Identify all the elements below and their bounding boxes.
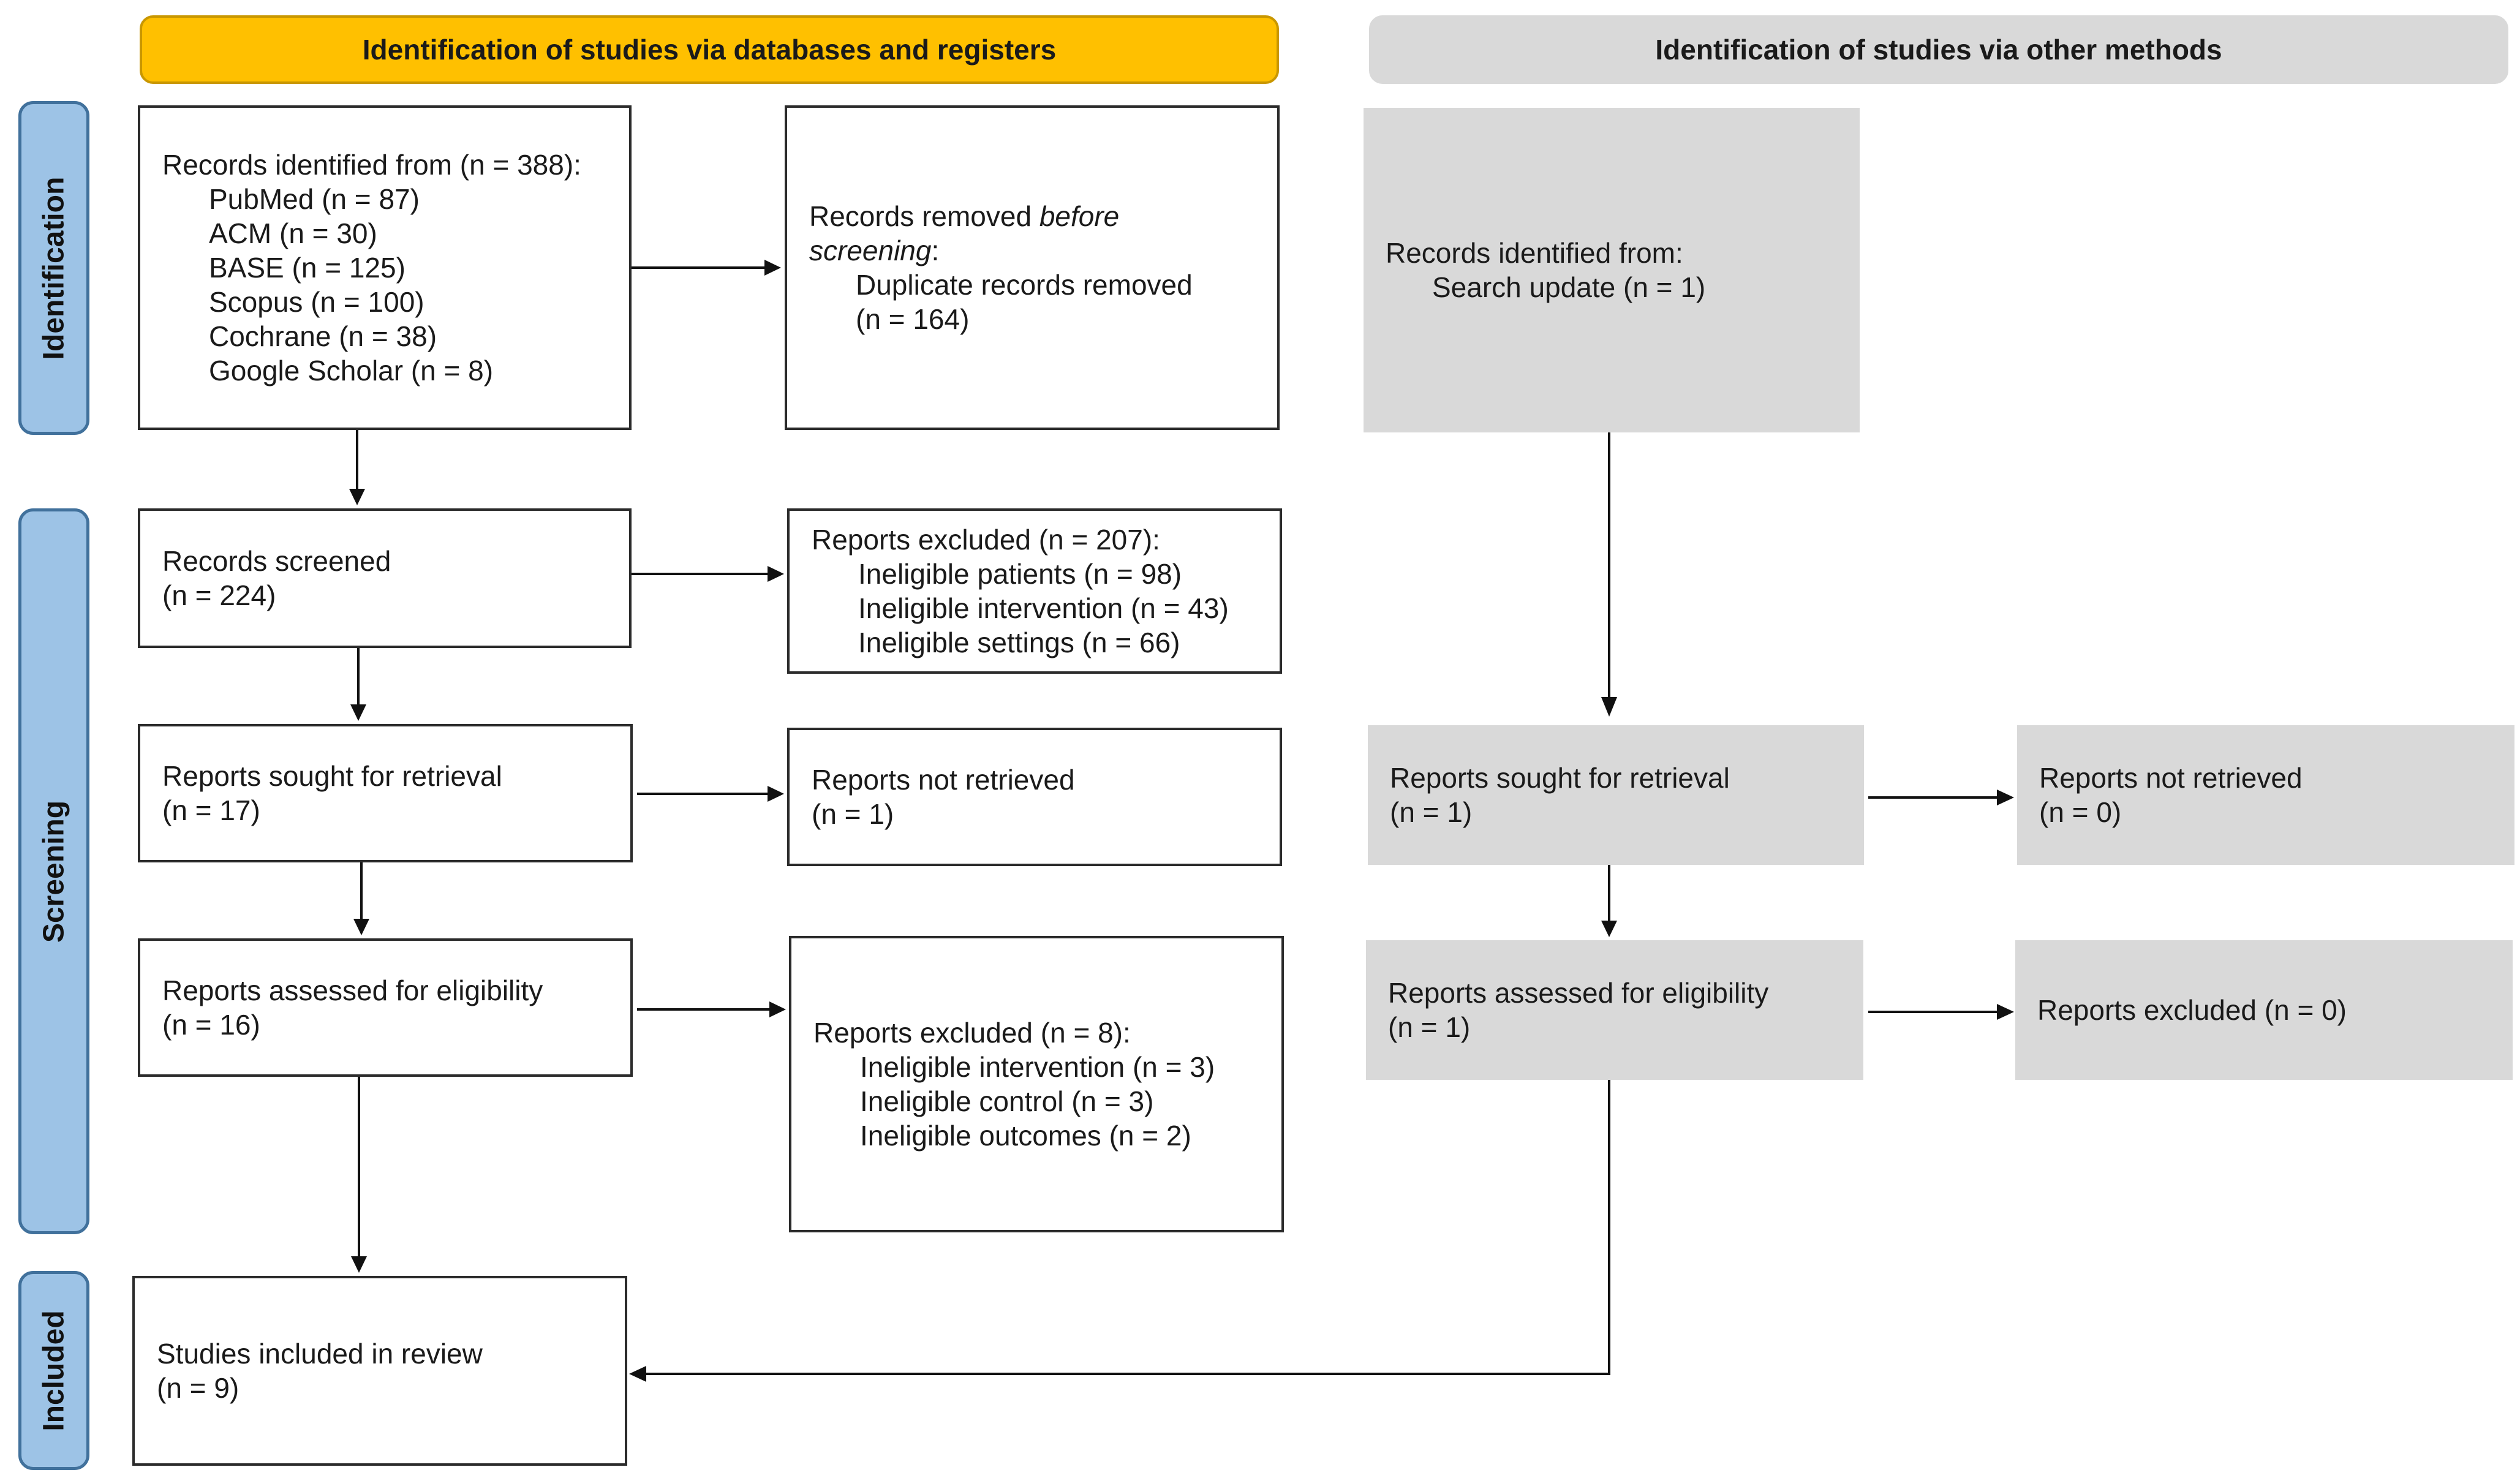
arrowhead: [764, 260, 781, 276]
source-item: BASE (n = 125): [209, 252, 406, 284]
arrowhead: [769, 1001, 786, 1017]
arrowhead: [349, 489, 365, 505]
records-screened-count: (n = 224): [162, 579, 276, 611]
records-removed-subtitle: screening:: [809, 235, 940, 266]
box-other-reports-excluded: Reports excluded (n = 0): [2015, 940, 2513, 1080]
not-retrieved-count: (n = 1): [812, 798, 894, 830]
other-not-retrieved-title: Reports not retrieved: [2039, 762, 2303, 794]
arrowhead: [1997, 1004, 2014, 1020]
box-other-records-identified: Records identified from: Search update (…: [1364, 108, 1860, 432]
box-other-reports-sought: Reports sought for retrieval (n = 1): [1368, 725, 1864, 865]
source-item: ACM (n = 30): [209, 217, 377, 249]
arrowhead: [351, 1256, 367, 1273]
studies-included-count: (n = 9): [157, 1372, 240, 1404]
box-records-removed: Records removed before screening: Duplic…: [785, 105, 1280, 430]
source-item: Cochrane (n = 38): [209, 320, 437, 352]
exclusion-item: Ineligible control (n = 3): [860, 1085, 1154, 1117]
source-item: PubMed (n = 87): [209, 183, 420, 215]
not-retrieved-title: Reports not retrieved: [812, 764, 1075, 796]
arrow-other-assessed-to-included: [646, 1080, 1610, 1375]
arrowhead: [1601, 921, 1617, 937]
other-assessed-title: Reports assessed for eligibility: [1388, 977, 1769, 1009]
other-sought-count: (n = 1): [1390, 796, 1473, 828]
phase-included: Included: [18, 1271, 89, 1470]
header-databases-label: Identification of studies via databases …: [362, 34, 1057, 66]
records-screened-title: Records screened: [162, 545, 391, 577]
other-assessed-count: (n = 1): [1388, 1011, 1471, 1043]
box-screened-excluded: Reports excluded (n = 207): Ineligible p…: [787, 508, 1282, 674]
arrowhead: [768, 566, 784, 582]
other-excluded-title: Reports excluded (n = 0): [2037, 994, 2347, 1026]
box-reports-not-retrieved: Reports not retrieved (n = 1): [787, 728, 1282, 866]
other-identified-title: Records identified from:: [1386, 237, 1683, 269]
source-item: Google Scholar (n = 8): [209, 355, 494, 386]
arrowhead: [1601, 697, 1617, 717]
other-identified-item: Search update (n = 1): [1432, 271, 1706, 303]
box-records-screened: Records screened (n = 224): [138, 508, 632, 648]
exclusion-item: Ineligible settings (n = 66): [858, 627, 1180, 658]
exclusion-item: Ineligible outcomes (n = 2): [860, 1120, 1191, 1152]
removed-item: Duplicate records removed: [856, 269, 1193, 301]
box-assessed-excluded: Reports excluded (n = 8): Ineligible int…: [789, 936, 1284, 1232]
box-studies-included: Studies included in review (n = 9): [132, 1276, 627, 1466]
box-records-identified: Records identified from (n = 388): PubMe…: [138, 105, 632, 430]
phase-identification: Identification: [18, 101, 89, 435]
box-other-reports-assessed: Reports assessed for eligibility (n = 1): [1366, 940, 1863, 1080]
other-not-retrieved-count: (n = 0): [2039, 796, 2122, 828]
reports-sought-title: Reports sought for retrieval: [162, 760, 502, 792]
arrowhead: [629, 1366, 646, 1382]
box-other-not-retrieved: Reports not retrieved (n = 0): [2017, 725, 2514, 865]
assessed-excluded-title: Reports excluded (n = 8):: [813, 1017, 1131, 1049]
reports-sought-count: (n = 17): [162, 794, 260, 826]
phase-screening: Screening: [18, 508, 89, 1234]
arrowhead: [350, 704, 366, 721]
arrowhead: [768, 786, 784, 802]
header-databases: Identification of studies via databases …: [140, 15, 1279, 84]
removed-item: (n = 164): [856, 303, 970, 335]
screened-excluded-title: Reports excluded (n = 207):: [812, 524, 1160, 556]
source-item: Scopus (n = 100): [209, 286, 424, 318]
box-reports-assessed: Reports assessed for eligibility (n = 16…: [138, 938, 633, 1077]
reports-assessed-title: Reports assessed for eligibility: [162, 975, 543, 1006]
header-other-label: Identification of studies via other meth…: [1655, 34, 2222, 66]
reports-assessed-count: (n = 16): [162, 1009, 260, 1041]
box-reports-sought: Reports sought for retrieval (n = 17): [138, 724, 633, 862]
header-other-methods: Identification of studies via other meth…: [1369, 15, 2508, 84]
exclusion-item: Ineligible intervention (n = 3): [860, 1051, 1215, 1083]
arrowhead: [1997, 790, 2014, 805]
studies-included-title: Studies included in review: [157, 1338, 483, 1370]
records-identified-title: Records identified from (n = 388):: [162, 149, 581, 181]
exclusion-item: Ineligible intervention (n = 43): [858, 592, 1229, 624]
arrowhead: [353, 919, 369, 935]
other-sought-title: Reports sought for retrieval: [1390, 762, 1730, 794]
records-removed-title: Records removed before: [809, 200, 1120, 232]
exclusion-item: Ineligible patients (n = 98): [858, 558, 1182, 590]
